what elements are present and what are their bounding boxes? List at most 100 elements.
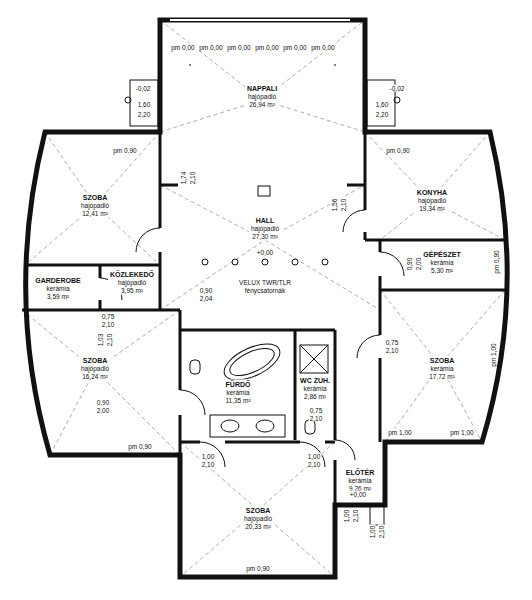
room-label: SZOBAkerámia17,72 m² bbox=[427, 356, 457, 381]
room-area: 26,94 m² bbox=[247, 100, 277, 108]
room-name: ELŐTÉR bbox=[346, 469, 374, 477]
dimension-label: 0,75 bbox=[385, 339, 400, 346]
room-area: 17,72 m² bbox=[429, 372, 455, 380]
room-label: KÖZLEKEDŐhajópadló3,95 m² bbox=[108, 270, 156, 295]
floor-material: kerámia bbox=[429, 365, 455, 373]
room-name: SZOBA bbox=[244, 507, 272, 515]
floor-material: kerámia bbox=[300, 385, 330, 393]
dimension-label: pm 0,90 bbox=[112, 147, 138, 154]
floor-material: hajópadló bbox=[81, 202, 109, 210]
dimension-label: 1,00 bbox=[307, 453, 322, 460]
room-name: HALL bbox=[251, 217, 279, 225]
room-area: 2,86 m² bbox=[300, 392, 330, 400]
room-label: FÜRDŐkerámia11,35 m² bbox=[223, 380, 252, 405]
room-name: KONYHA bbox=[417, 189, 447, 197]
dimension-label: 1,00 bbox=[343, 509, 350, 524]
dimension-label: fénycsatornák bbox=[244, 287, 286, 294]
dimension-label: 2,10 bbox=[201, 461, 216, 468]
room-area: 20,33 m² bbox=[244, 522, 272, 530]
room-label: ELŐTÉRkerámia9,26 m² bbox=[344, 468, 376, 493]
room-name: SZOBA bbox=[81, 357, 109, 365]
room-name: FÜRDŐ bbox=[225, 381, 250, 389]
dimension-label: 2,10 bbox=[189, 171, 196, 186]
room-name: NAPPALI bbox=[247, 85, 277, 93]
room-label: GARDEROBEkerámia3,59 m² bbox=[33, 276, 83, 301]
dimension-label: pm 0,00 bbox=[226, 44, 252, 51]
room-label: SZOBAhajópadló12,41 m² bbox=[79, 193, 111, 218]
room-area: 12,41 m² bbox=[81, 209, 109, 217]
room-area: 5,30 m² bbox=[423, 266, 460, 274]
floor-material: kerámia bbox=[346, 477, 374, 485]
room-label: GÉPÉSZETkerámia5,30 m² bbox=[421, 250, 462, 275]
room-area: 19,34 m² bbox=[417, 204, 447, 212]
room-label: KONYHAhajópadló19,34 m² bbox=[415, 188, 449, 213]
room-name: KÖZLEKEDŐ bbox=[110, 271, 154, 279]
dimension-label: pm 0,00 bbox=[170, 44, 196, 51]
dimension-label: 0,75 bbox=[309, 407, 324, 414]
dimension-label: 2,10 bbox=[307, 461, 322, 468]
room-name: SZOBA bbox=[81, 194, 109, 202]
room-name: GARDEROBE bbox=[35, 277, 81, 285]
floor-material: hajópadló bbox=[110, 279, 154, 287]
dimension-label: 2,10 bbox=[385, 347, 400, 354]
floor-material: kerámia bbox=[225, 389, 250, 397]
dimension-label: pm 0,90 bbox=[385, 147, 411, 154]
dimension-label: pm 0,90 bbox=[245, 565, 271, 572]
dimension-label: 1,56 bbox=[331, 198, 338, 213]
floor-material: hajópadló bbox=[244, 515, 272, 523]
floor-material: kerámia bbox=[423, 259, 460, 267]
room-label: WC ZUH.kerámia2,86 m² bbox=[298, 376, 332, 401]
dimension-label: pm 0,00 bbox=[198, 44, 224, 51]
dimension-label: 2,10 bbox=[101, 321, 116, 328]
floor-material: kerámia bbox=[35, 285, 81, 293]
room-area: 11,35 m² bbox=[225, 396, 250, 404]
room-area: 3,59 m² bbox=[35, 292, 81, 300]
dimension-label: +0,00 bbox=[256, 249, 274, 256]
room-area: 3,95 m² bbox=[110, 286, 154, 294]
room-label: NAPPALIhajópadló26,94 m² bbox=[245, 84, 279, 109]
dimension-label: 1,03 bbox=[97, 333, 104, 348]
floor-material: hajópadló bbox=[81, 365, 109, 373]
dimension-label: 2,10 bbox=[352, 509, 359, 524]
dimension-label: 2,10 bbox=[106, 333, 113, 348]
dimension-label: 2,04 bbox=[199, 295, 214, 302]
room-label: SZOBAhajópadló16,24 m² bbox=[79, 356, 111, 381]
dimension-label: 2,10 bbox=[378, 525, 385, 540]
dimension-label: 2,10 bbox=[309, 415, 324, 422]
room-name: WC ZUH. bbox=[300, 377, 330, 385]
room-area: 16,24 m² bbox=[81, 372, 109, 380]
dimension-label: 1,60 bbox=[137, 101, 152, 108]
dimension-label: 2,00 bbox=[415, 257, 422, 272]
dimension-label: pm 1,00 bbox=[387, 429, 413, 436]
dimension-label: 2,10 bbox=[340, 198, 347, 213]
dimension-label: +0,00 bbox=[349, 491, 367, 498]
dimension-label: pm 1,00 bbox=[490, 342, 497, 368]
dimension-label: 1,00 bbox=[369, 525, 376, 540]
room-area: 27,30 m² bbox=[251, 232, 279, 240]
dimension-label: 0,75 bbox=[101, 313, 116, 320]
room-label: SZOBAhajópadló20,33 m² bbox=[242, 506, 274, 531]
room-label: HALLhajópadló27,30 m² bbox=[249, 216, 281, 241]
dimension-label: VELUX TWR/TLR bbox=[238, 279, 292, 286]
dimension-label: pm 0,00 bbox=[282, 44, 308, 51]
dimension-label: pm 0,00 bbox=[310, 44, 336, 51]
dimension-label: 1,60 bbox=[375, 101, 390, 108]
room-name: GÉPÉSZET bbox=[423, 251, 460, 259]
dimension-label: 2,20 bbox=[375, 111, 390, 118]
dimension-label: 2,20 bbox=[137, 111, 152, 118]
dimension-label: pm 1,00 bbox=[449, 429, 475, 436]
floor-material: hajópadló bbox=[247, 93, 277, 101]
dimension-label: pm 0,90 bbox=[127, 443, 153, 450]
dimension-label: 1,00 bbox=[201, 453, 216, 460]
floor-material: hajópadló bbox=[417, 197, 447, 205]
dimension-label: 0,90 bbox=[199, 287, 214, 294]
room-name: SZOBA bbox=[429, 357, 455, 365]
dimension-label: -0,02 bbox=[389, 85, 406, 92]
dimension-label: 1,74 bbox=[180, 171, 187, 186]
dimension-label: 2,00 bbox=[96, 407, 111, 414]
floor-material: hajópadló bbox=[251, 225, 279, 233]
dimension-label: pm 0,90 bbox=[493, 249, 500, 275]
dimension-label: pm 0,00 bbox=[254, 44, 280, 51]
dimension-label: 0,90 bbox=[406, 257, 413, 272]
